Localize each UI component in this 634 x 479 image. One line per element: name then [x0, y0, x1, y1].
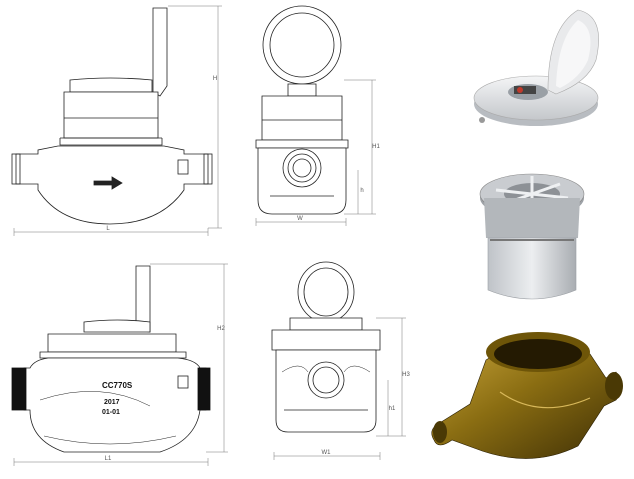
top-side-dimensions [13, 5, 222, 236]
bottom-front-view: W1 H3 h1 [271, 261, 410, 460]
year-marking: 2017 [104, 399, 120, 406]
top-front-view: W H1 h [255, 5, 380, 226]
bottom-side-length-label: L1 [105, 456, 112, 462]
top-side-length-label: L [106, 226, 110, 232]
top-front-h2-label: h [360, 188, 363, 194]
bottom-side-view: CC770S 2017 01-01 L1 H2 [11, 263, 228, 466]
top-side-height-label: H [213, 76, 217, 82]
top-front-width-label: W [297, 216, 303, 222]
open-lid-register-icon [473, 9, 599, 126]
top-front-h1-label: H1 [372, 144, 380, 150]
bottom-front-h1-label: H3 [402, 372, 410, 378]
bottom-front-dimensions [273, 317, 406, 460]
brass-body-icon [431, 332, 623, 459]
bottom-front-width-label: W1 [322, 450, 332, 456]
top-side-view: L H [11, 5, 222, 236]
bottom-front-h2-label: h1 [389, 406, 396, 412]
serial-marking: 01-01 [102, 409, 120, 416]
bottom-side-height-label: H2 [217, 326, 225, 332]
model-marking: CC770S [102, 381, 133, 390]
insert-mechanism-icon [479, 173, 585, 300]
bottom-side-dimensions [13, 263, 228, 466]
top-front-dimensions [255, 79, 376, 226]
